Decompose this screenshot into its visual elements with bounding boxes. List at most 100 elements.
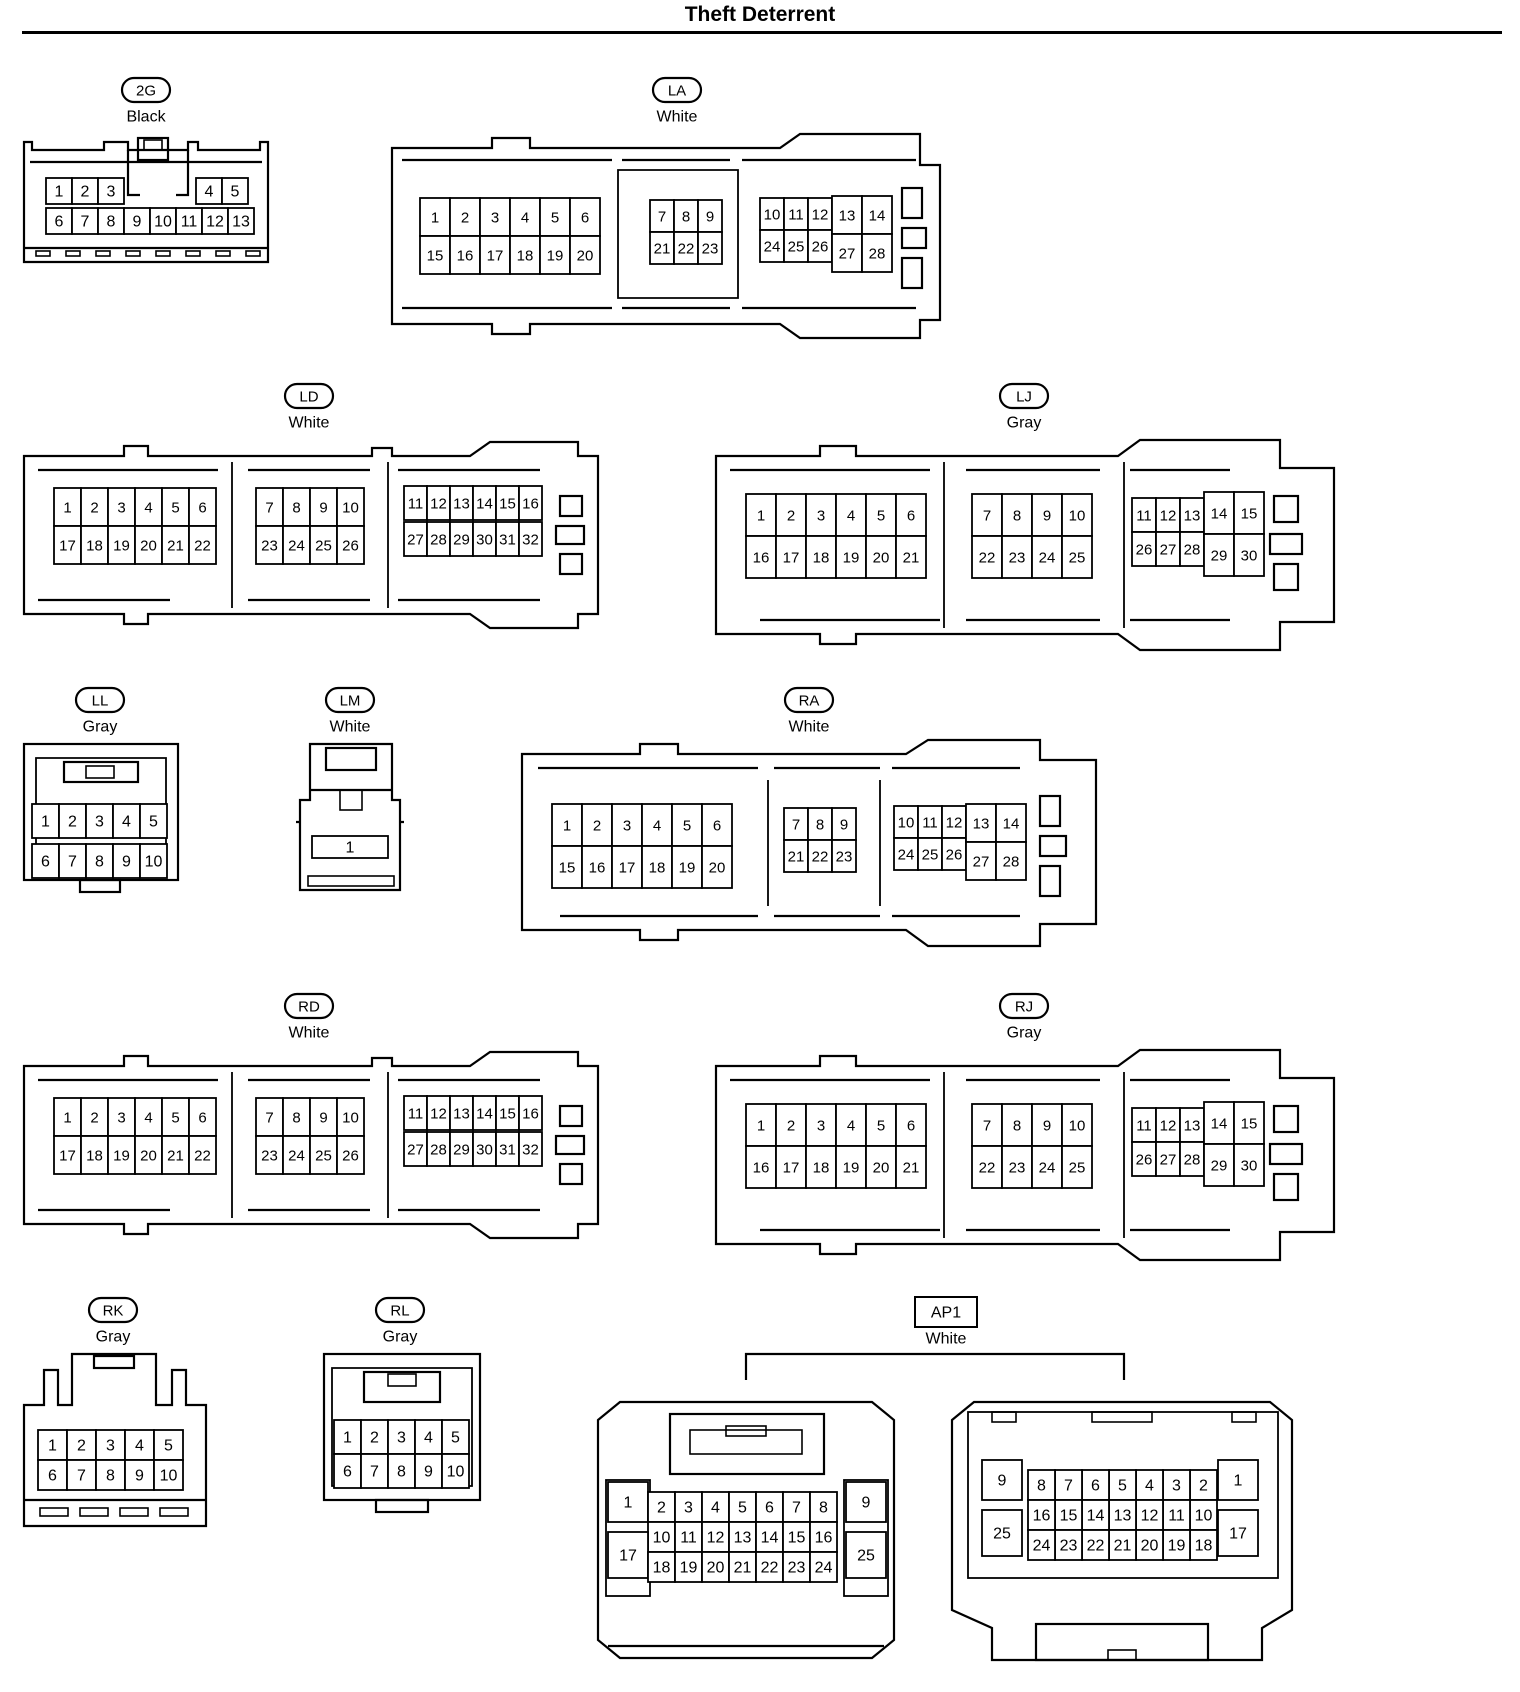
pin-number: 25 bbox=[1069, 1160, 1086, 1177]
pin-number: 14 bbox=[1003, 816, 1020, 833]
pin-number: 28 bbox=[1184, 1152, 1201, 1169]
pin-cell bbox=[861, 233, 893, 273]
pin-cell bbox=[783, 839, 809, 873]
page-title: Theft Deterrent bbox=[684, 3, 836, 26]
pin-cell bbox=[745, 535, 777, 579]
pin-number: 2 bbox=[1199, 1478, 1208, 1495]
pin-number: 19 bbox=[843, 1160, 860, 1177]
pin-cell bbox=[188, 525, 217, 565]
pin-cell bbox=[647, 1491, 676, 1523]
pin-number: 9 bbox=[424, 1464, 433, 1481]
pin-number: 5 bbox=[551, 210, 559, 227]
connector-id: RK bbox=[103, 1303, 124, 1320]
connector-color: Gray bbox=[383, 1329, 418, 1346]
pin-cell bbox=[995, 841, 1027, 881]
pin-number: 5 bbox=[171, 1110, 179, 1127]
pin-cell bbox=[139, 843, 168, 879]
pin-number: 6 bbox=[343, 1464, 352, 1481]
pin-number: 9 bbox=[133, 214, 142, 231]
pin-cell bbox=[728, 1551, 757, 1583]
pin-number: 1 bbox=[624, 1495, 633, 1512]
pin-number: 9 bbox=[135, 1468, 144, 1485]
pin-number: 28 bbox=[869, 246, 886, 263]
pin-cell bbox=[551, 803, 583, 847]
pin-number: 27 bbox=[973, 854, 990, 871]
pin-number: 24 bbox=[1039, 1160, 1056, 1177]
pin-cell bbox=[809, 1491, 838, 1523]
pin-cell bbox=[845, 1481, 887, 1523]
pin-cell bbox=[1031, 493, 1063, 537]
pin-number: 18 bbox=[86, 1148, 103, 1165]
pin-number: 29 bbox=[453, 532, 470, 549]
pin-cell bbox=[1054, 1499, 1083, 1531]
pin-cell bbox=[701, 803, 733, 847]
pin-cell bbox=[80, 1135, 109, 1175]
pin-number: 1 bbox=[757, 508, 765, 525]
pin-number: 13 bbox=[734, 1530, 752, 1547]
connector-color: Gray bbox=[1007, 1025, 1042, 1042]
pin-number: 3 bbox=[397, 1430, 406, 1447]
pin-cell bbox=[728, 1491, 757, 1523]
pin-cell bbox=[805, 535, 837, 579]
pin-cell bbox=[419, 235, 451, 275]
pin-cell bbox=[95, 1459, 126, 1491]
pin-number: 26 bbox=[946, 847, 963, 864]
pin-number: 27 bbox=[407, 532, 424, 549]
pin-number: 18 bbox=[649, 860, 666, 877]
pin-cell bbox=[861, 195, 893, 235]
pin-cell bbox=[188, 487, 217, 527]
pin-number: 11 bbox=[181, 214, 198, 231]
pin-cell bbox=[518, 1095, 543, 1131]
pin-cell bbox=[755, 1551, 784, 1583]
pin-cell bbox=[66, 1429, 97, 1461]
pin-number: 4 bbox=[144, 500, 152, 517]
pin-number: 22 bbox=[979, 1160, 996, 1177]
pin-cell bbox=[569, 235, 601, 275]
pin-number: 8 bbox=[819, 1500, 828, 1517]
pin-cell bbox=[805, 1145, 837, 1189]
pin-number: 20 bbox=[707, 1560, 725, 1577]
pin-number: 8 bbox=[107, 214, 116, 231]
pin-number: 22 bbox=[979, 550, 996, 567]
pin-number: 11 bbox=[1168, 1508, 1185, 1525]
connector-id: RA bbox=[799, 693, 820, 710]
pin-number: 6 bbox=[41, 854, 50, 871]
pin-number: 11 bbox=[1136, 1118, 1152, 1135]
pin-number: 15 bbox=[1241, 506, 1258, 523]
connector-body-rj bbox=[714, 1048, 1336, 1262]
pin-number: 2 bbox=[90, 500, 98, 517]
pin-number: 24 bbox=[764, 239, 781, 256]
pin-cell bbox=[895, 535, 927, 579]
pin-cell bbox=[1162, 1499, 1191, 1531]
pin-cell bbox=[311, 835, 389, 859]
pin-number: 31 bbox=[499, 1142, 516, 1159]
pin-number: 24 bbox=[815, 1560, 833, 1577]
pin-number: 30 bbox=[1241, 548, 1258, 565]
pin-number: 2 bbox=[787, 508, 795, 525]
pin-number: 25 bbox=[1069, 550, 1086, 567]
pin-number: 30 bbox=[476, 1142, 493, 1159]
pin-number: 19 bbox=[113, 538, 130, 555]
pin-number: 11 bbox=[1136, 508, 1152, 525]
connector-color: Gray bbox=[83, 719, 118, 736]
pin-number: 17 bbox=[619, 1548, 637, 1565]
pin-number: 15 bbox=[499, 1106, 516, 1123]
pin-number: 29 bbox=[453, 1142, 470, 1159]
pin-cell bbox=[775, 493, 807, 537]
pin-cell bbox=[551, 845, 583, 889]
pin-number: 8 bbox=[106, 1468, 115, 1485]
pin-number: 5 bbox=[683, 818, 691, 835]
pin-cell bbox=[309, 1135, 338, 1175]
pin-number: 6 bbox=[581, 210, 589, 227]
pin-number: 23 bbox=[1009, 1160, 1026, 1177]
pin-cell bbox=[782, 1491, 811, 1523]
pin-number: 1 bbox=[757, 1118, 765, 1135]
connector-color: Gray bbox=[96, 1329, 131, 1346]
pin-number: 26 bbox=[342, 538, 359, 555]
